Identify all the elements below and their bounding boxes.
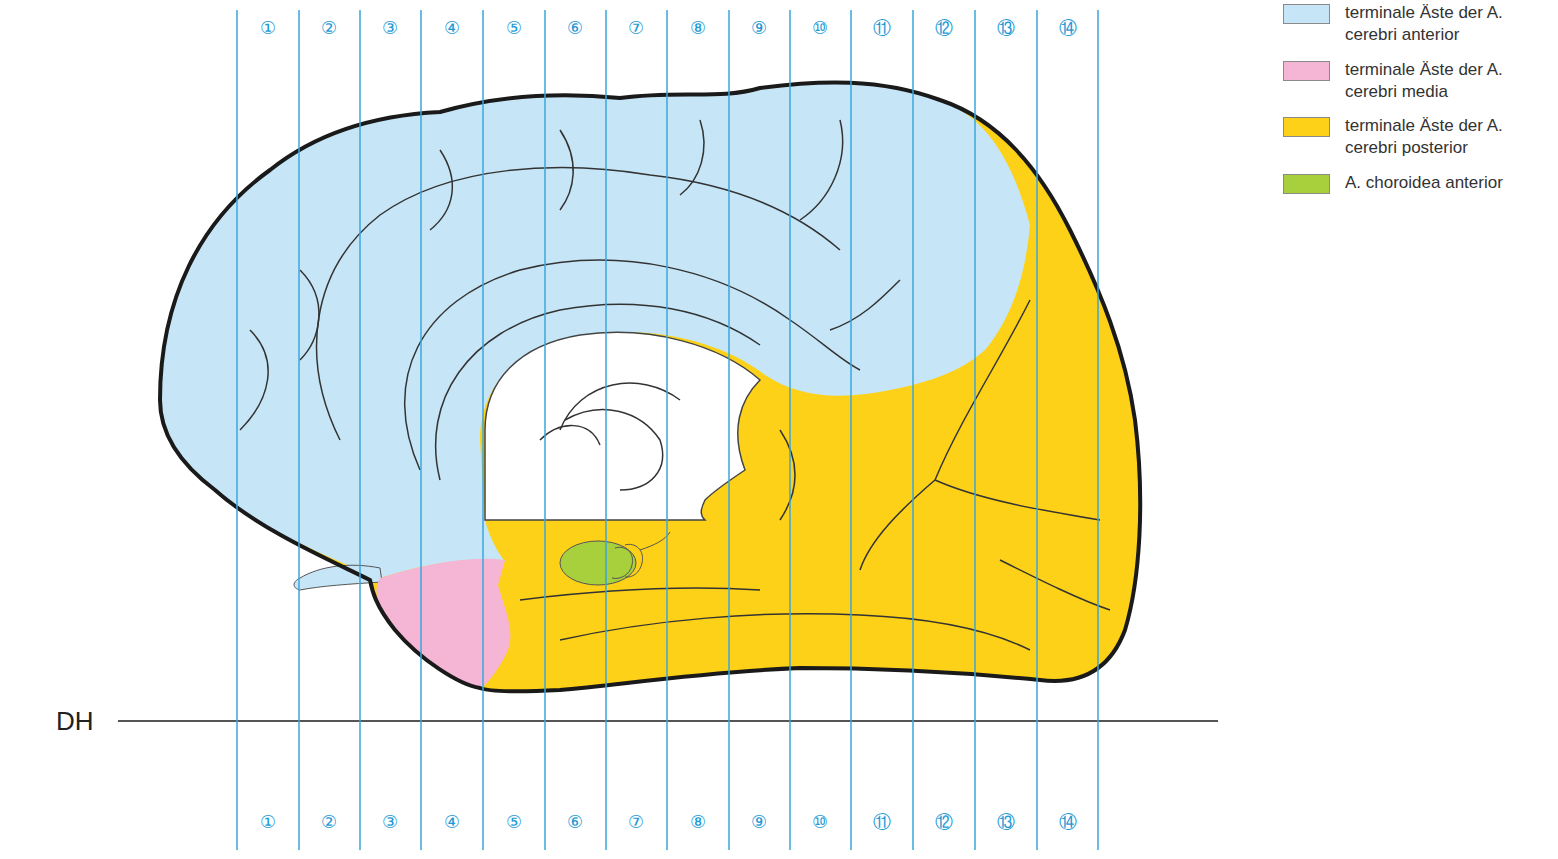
section-number: ② [321,813,337,831]
section-number: ⑧ [690,813,706,831]
choroid-plexus [612,532,670,578]
legend-text: terminale Äste der A. cerebri anterior [1345,2,1545,46]
section-number: ⑤ [506,19,522,37]
section-number: ⑥ [567,813,583,831]
legend-swatch [1283,174,1330,194]
legend-text: terminale Äste der A. cerebri media [1345,59,1545,103]
legend-swatch [1283,4,1330,24]
section-number: ③ [382,813,398,831]
section-number: ④ [444,813,460,831]
sulci [240,120,1110,650]
section-number: ⑨ [751,813,767,831]
section-number: ⑨ [751,19,767,37]
section-number: ⑭ [1059,813,1077,831]
central-white-area [485,332,760,520]
section-number: ⑩ [812,19,828,37]
reference-label: DH [56,708,94,734]
section-number: ④ [444,19,460,37]
brain-outline [160,82,1140,691]
section-number: ⑦ [628,813,644,831]
section-number: ⑬ [997,19,1015,37]
section-number: ⑫ [935,19,953,37]
dh-line [118,720,1218,722]
section-lines [237,10,1098,850]
section-number: ⑤ [506,813,522,831]
section-number: ⑦ [628,19,644,37]
section-number: ① [260,19,276,37]
section-number: ⑩ [812,813,828,831]
section-number: ⑭ [1059,19,1077,37]
legend-swatch [1283,61,1330,81]
legend-text: terminale Äste der A. cerebri posterior [1345,115,1545,159]
section-number: ⑫ [935,813,953,831]
section-number: ⑬ [997,813,1015,831]
brain-base [160,82,1140,691]
legend-swatch [1283,117,1330,137]
section-number: ⑧ [690,19,706,37]
section-number: ① [260,813,276,831]
media-territory [376,559,510,688]
section-number: ⑪ [873,813,891,831]
section-number: ⑪ [873,19,891,37]
section-number: ⑥ [567,19,583,37]
section-number: ③ [382,19,398,37]
legend-text: A. choroidea anterior [1345,172,1545,194]
section-number: ② [321,19,337,37]
